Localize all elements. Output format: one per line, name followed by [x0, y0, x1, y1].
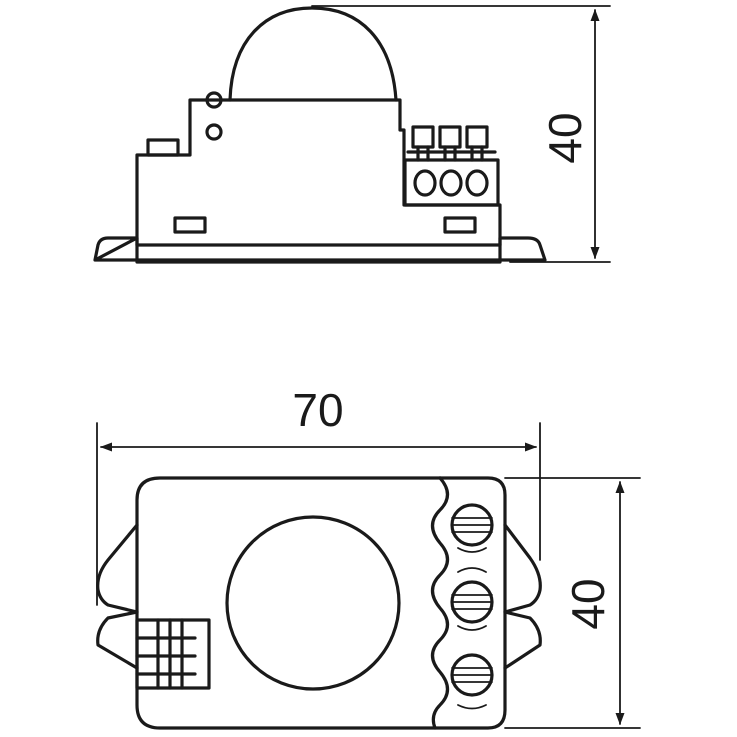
top-potentiometer-3: [450, 653, 494, 710]
top-potentiometer-panel-edge: [430, 476, 450, 730]
top-height-label: 40: [562, 578, 614, 629]
top-potentiometer-1: [450, 503, 494, 553]
side-top-tab: [146, 138, 180, 157]
top-width-label: 70: [292, 384, 343, 436]
top-left-ear-upper: [96, 523, 139, 614]
side-base-flange: [93, 236, 547, 264]
top-potentiometer-2: [450, 567, 494, 631]
top-left-ear-lower: [96, 610, 139, 670]
top-view: 70: [96, 384, 641, 730]
top-sensor-lens: [225, 515, 401, 691]
top-wire-terminal-block: [135, 618, 211, 690]
side-height-label: 40: [539, 112, 591, 163]
side-hole-2: [205, 123, 223, 141]
side-dome-lens: [228, 6, 398, 102]
top-right-ear-upper: [503, 523, 542, 614]
side-view: 40: [93, 5, 611, 264]
side-slot-left: [173, 216, 207, 234]
top-right-ear-lower: [503, 610, 542, 670]
side-hole-1: [205, 91, 223, 109]
side-terminal-block: [403, 125, 500, 207]
side-slot-right: [443, 216, 477, 234]
top-housing-outline: [135, 476, 507, 730]
